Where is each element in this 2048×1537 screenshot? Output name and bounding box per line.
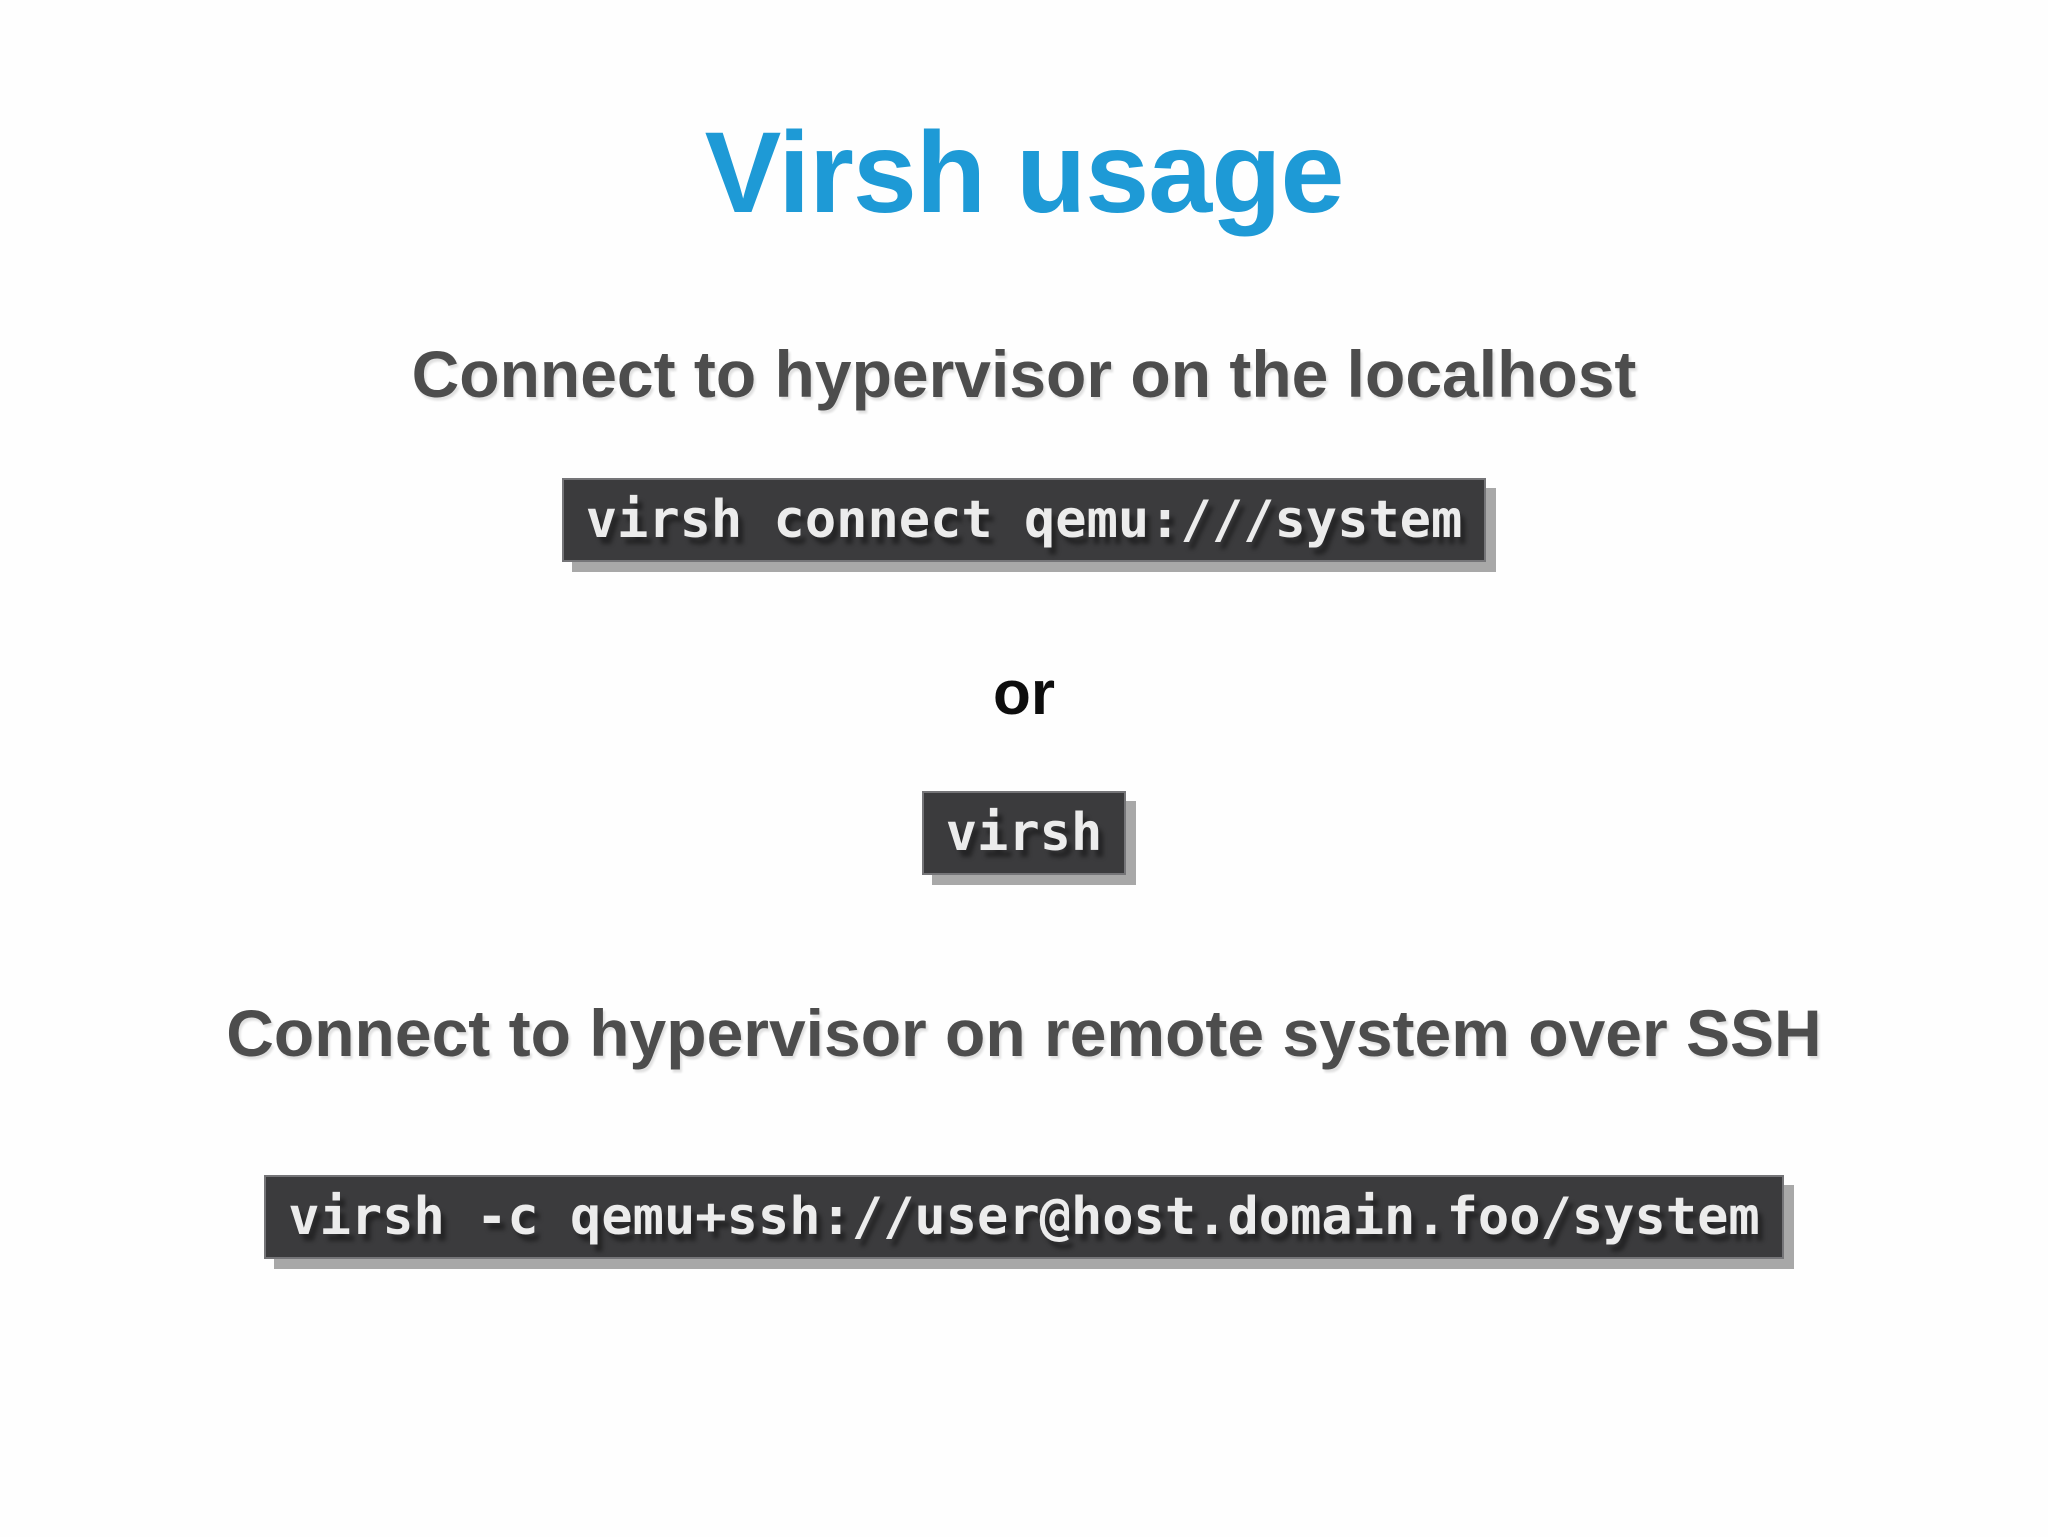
localhost-section-heading: Connect to hypervisor on the localhost — [411, 337, 1637, 411]
remote-section-heading: Connect to hypervisor on remote system o… — [226, 996, 1822, 1071]
or-label: or — [993, 658, 1055, 728]
localhost-command-row: virsh connect qemu:///system — [0, 477, 2048, 562]
localhost-command-codebox: virsh connect qemu:///system — [561, 477, 1487, 562]
interactive-command-row: virsh — [0, 791, 2048, 876]
remote-command-row: virsh -c qemu+ssh://user@host.domain.foo… — [0, 1175, 2048, 1260]
slide-title: Virsh usage — [704, 109, 1345, 237]
interactive-command-codebox: virsh — [921, 791, 1127, 876]
remote-command-codebox: virsh -c qemu+ssh://user@host.domain.foo… — [264, 1175, 1784, 1260]
